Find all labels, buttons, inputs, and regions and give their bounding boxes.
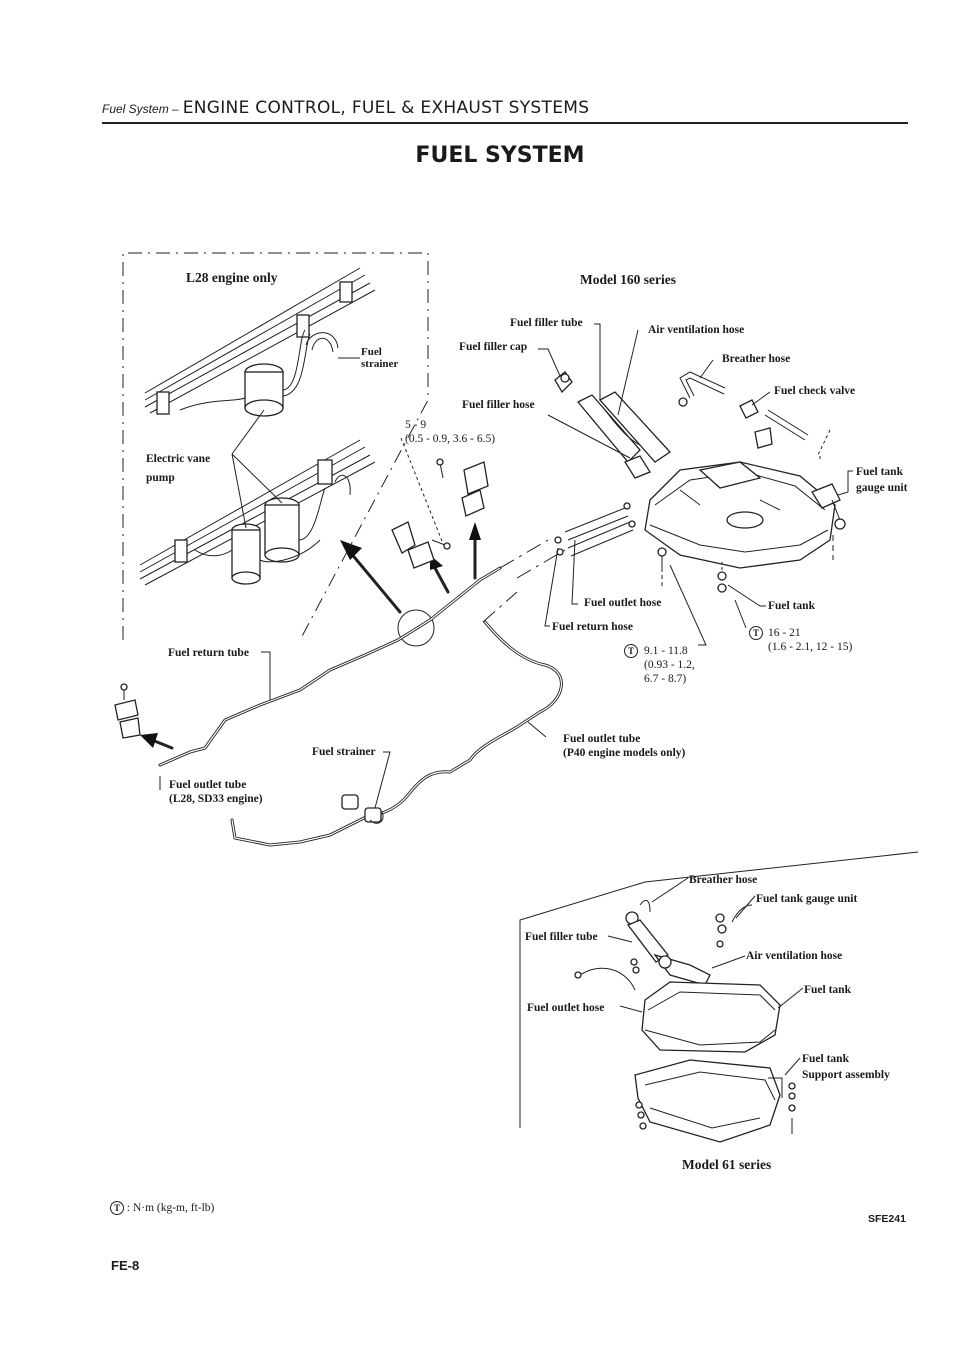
model61-tank [641,981,781,1053]
label-air-ventilation-hose: Air ventilation hose [648,324,745,336]
label-fuel-strainer: Fuel strainer [312,746,376,758]
torque-symbol-icon: T [624,644,638,658]
header-chapter: ENGINE CONTROL, FUEL & EXHAUST SYSTEMS [182,98,590,118]
model61-support [634,1059,796,1143]
label-torque-small: 5 - 9 (0.5 - 0.9, 3.6 - 6.5) [405,419,496,445]
label61-fuel-filler-tube: Fuel filler tube [525,931,598,943]
label61-fuel-tank-gauge-unit: Fuel tank gauge unit [756,893,858,905]
label-fuel-return-hose: Fuel return hose [552,621,633,633]
torque-symbol-icon: T [110,1201,124,1216]
label-fuel-check-valve: Fuel check valve [774,385,856,397]
figure-code: SFE241 [868,1213,906,1225]
page-number: FE-8 [111,1258,140,1273]
inset-frame [122,252,429,641]
torque-symbol-icon: T [749,626,763,640]
fuel-tubes [158,539,566,847]
model61-title: Model 61 series [682,1157,772,1172]
inset-title: L28 engine only [186,270,278,285]
label-fuel-filler-tube: Fuel filler tube [510,317,583,329]
mid-brackets [391,437,489,569]
detail-circle [397,609,435,647]
model160-filler [554,371,671,479]
header-section: Fuel System – [102,102,179,116]
inset-fuel-strainer-label: Fuel strainer [361,346,399,370]
label-fuel-filler-hose: Fuel filler hose [462,399,535,411]
model160-tank [644,461,836,569]
model160-title: Model 160 series [580,272,676,287]
torque-legend: T : N·m (kg-m, ft-lb) [110,1201,215,1216]
label-fuel-tank-gauge-unit: Fuel tank gauge unit [856,466,908,494]
model61-gauge [715,904,753,948]
label-fuel-tank: Fuel tank [768,600,815,612]
model160-bolts [657,547,727,593]
page-title: FUEL SYSTEM [415,143,585,168]
label-torque-tank: 16 - 21 (1.6 - 2.1, 12 - 15) [768,627,853,653]
label-fuel-return-tube: Fuel return tube [168,647,249,659]
model160-gauge [811,483,846,560]
model61-leaders [607,877,804,1076]
label-torque-outlet: 9.1 - 11.8 (0.93 - 1.2, 6.7 - 8.7) [644,645,695,685]
inset-lower-lines [139,439,376,586]
page-header: Fuel System – ENGINE CONTROL, FUEL & EXH… [102,98,589,118]
leader-inset-pump [231,409,283,529]
arrows [140,522,481,750]
inset-electric-vane-pump-label: Electric vane pump [146,453,211,484]
label61-air-ventilation-hose: Air ventilation hose [746,950,843,962]
inset-upper-lines [144,267,376,415]
header-rule [102,122,908,124]
lower-strainer [341,794,384,824]
model61-filler [574,899,711,991]
label61-breather-hose: Breather hose [689,874,758,886]
label61-support-assembly: Fuel tank Support assembly [802,1053,890,1081]
model160-hoses [554,502,636,557]
label61-fuel-outlet-hose: Fuel outlet hose [527,1002,605,1014]
model160-leaders [159,323,853,809]
label-fuel-outlet-hose: Fuel outlet hose [584,597,662,609]
model61-frame [519,851,919,1128]
inset-lower-pumps [194,487,326,585]
label-breather-hose: Breather hose [722,353,791,365]
label-fuel-outlet-tube-l28: Fuel outlet tube (L28, SD33 engine) [169,779,263,805]
label61-fuel-tank: Fuel tank [804,984,851,996]
left-clamp [114,683,141,739]
inset-upper-strainer [179,329,311,417]
torque-legend-text: : N·m (kg-m, ft-lb) [126,1202,215,1214]
label-fuel-filler-cap: Fuel filler cap [459,341,528,353]
label-fuel-outlet-tube-p40: Fuel outlet tube (P40 engine models only… [563,733,686,759]
